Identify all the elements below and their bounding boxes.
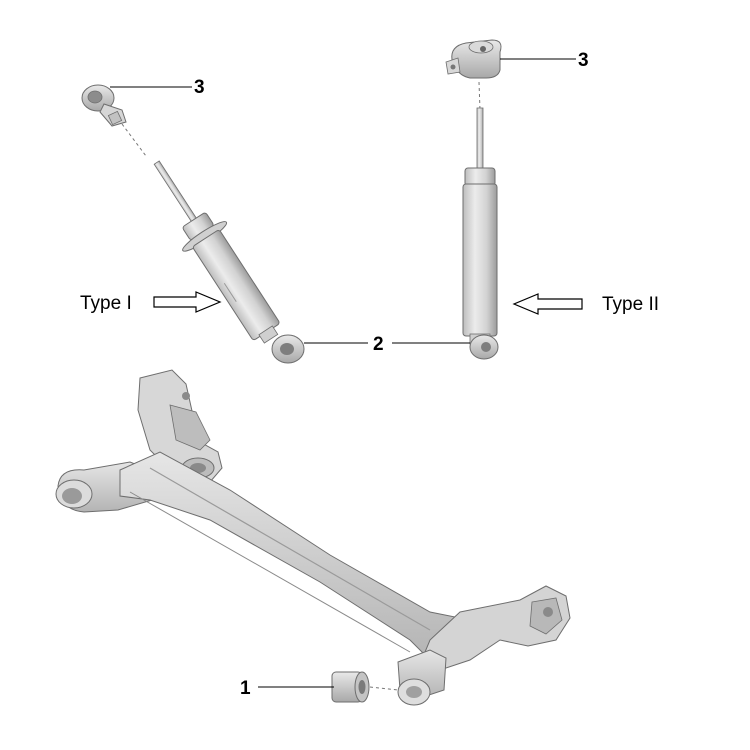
rear-axle-beam	[55, 369, 571, 706]
shock-absorber-type-one	[81, 84, 305, 364]
leader-lines	[110, 58, 576, 688]
top-mount-right	[445, 39, 502, 79]
callout-number-3-right: 3	[578, 50, 589, 71]
shock-absorber-type-two	[445, 39, 502, 360]
callout-number-3-left: 3	[194, 77, 205, 98]
callout-number-1: 1	[240, 678, 251, 699]
arrow-right-icon	[153, 291, 222, 313]
callout-number-2: 2	[373, 334, 384, 355]
label-type-one: Type I	[80, 293, 132, 314]
axle-bushing	[331, 671, 399, 703]
arrow-left-icon	[512, 293, 583, 315]
label-type-two: Type II	[602, 294, 659, 315]
top-mount-left	[81, 84, 127, 127]
